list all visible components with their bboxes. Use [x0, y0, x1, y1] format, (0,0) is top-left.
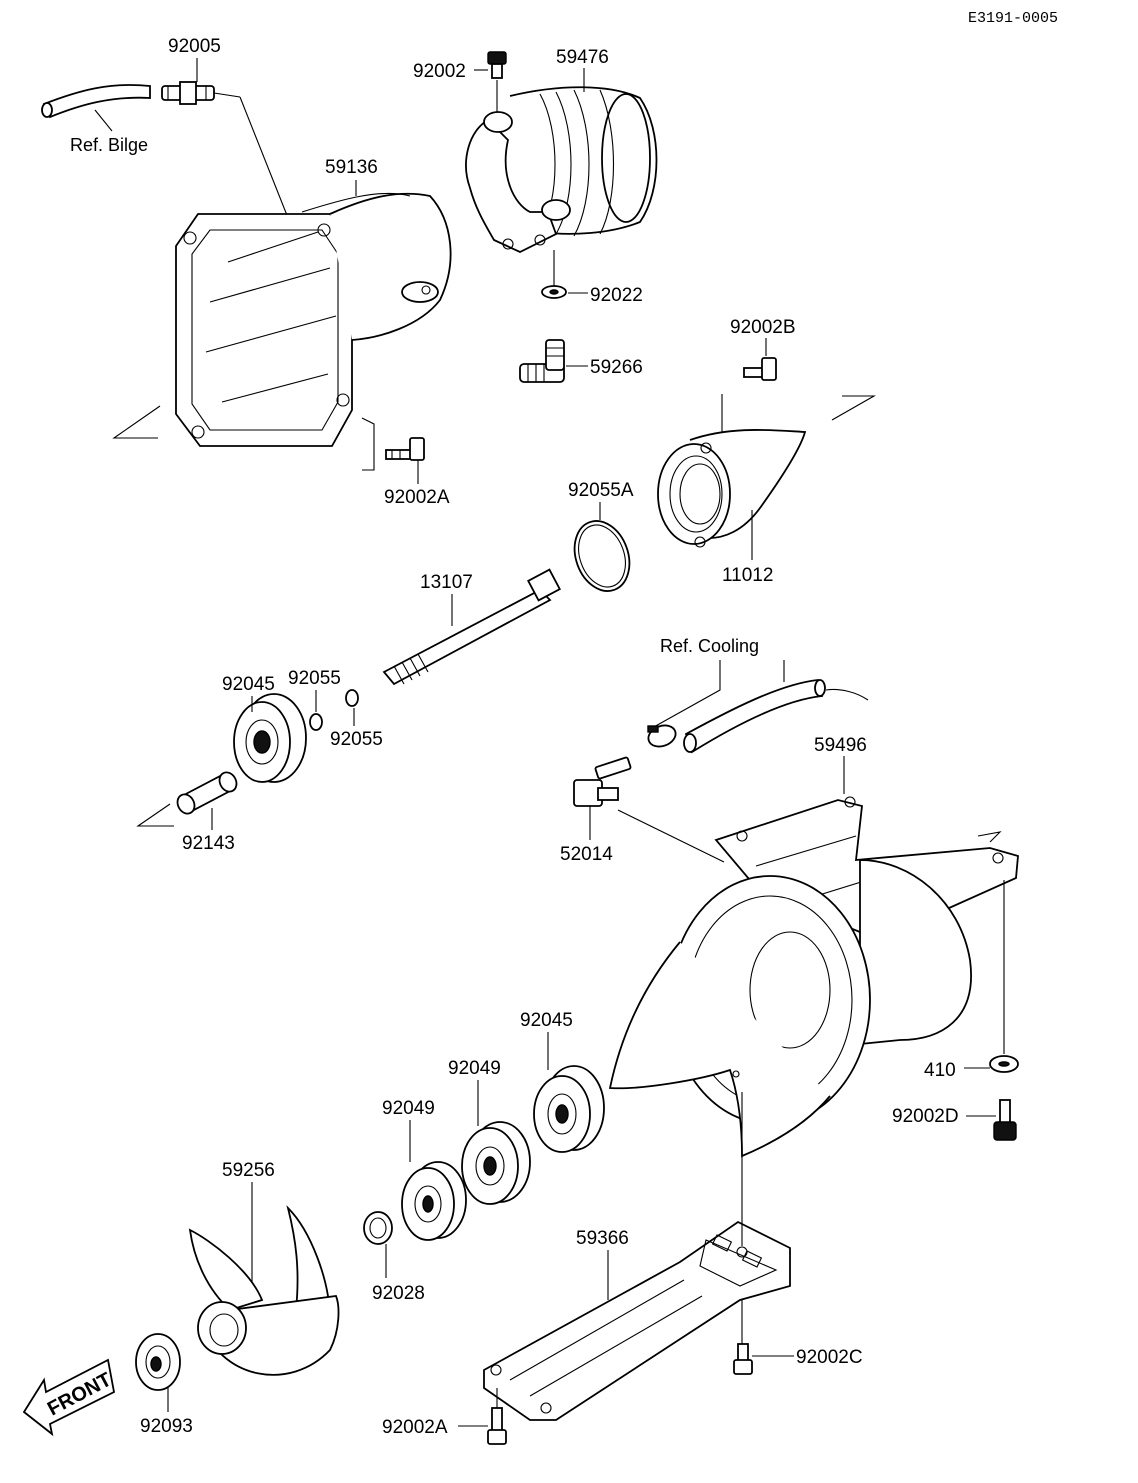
impeller-59256	[188, 1205, 340, 1376]
label-92002C: 92002C	[796, 1347, 863, 1368]
label-92005: 92005	[168, 36, 221, 57]
o-ring-92055-b	[345, 689, 359, 707]
bolt-92002B	[743, 357, 777, 381]
ref-cooling-label: Ref. Cooling	[660, 636, 759, 656]
label-92055A: 92055A	[568, 480, 634, 501]
label-92002D: 92002D	[892, 1106, 959, 1127]
label-13107: 13107	[420, 572, 473, 593]
cooling-hose	[683, 679, 869, 754]
bearing-92049-b	[401, 1161, 467, 1241]
label-92055-b: 92055	[330, 729, 383, 750]
elbow-fitting-59266	[519, 339, 565, 383]
bearing-92049-a	[461, 1121, 531, 1205]
bolt-92002C	[733, 1343, 753, 1375]
label-92143: 92143	[182, 833, 235, 854]
label-59366: 59366	[576, 1228, 629, 1249]
label-92022: 92022	[590, 285, 643, 306]
label-92055-a: 92055	[288, 668, 341, 689]
washer-410	[989, 1055, 1019, 1073]
o-ring-92055A	[573, 520, 631, 592]
label-92002A-top: 92002A	[384, 487, 450, 508]
washer-92022	[541, 285, 567, 299]
pump-case-59136	[175, 192, 452, 447]
collar-92028	[363, 1211, 393, 1245]
hose-clamp	[647, 724, 677, 748]
label-92028: 92028	[372, 1283, 425, 1304]
front-direction-arrow: FRONT	[22, 1358, 115, 1437]
assembly-arrow-right	[831, 395, 877, 421]
bolt-92002A-bottom	[487, 1407, 507, 1445]
document-code: E3191-0005	[968, 10, 1058, 27]
label-52014: 52014	[560, 844, 613, 865]
label-92049-a: 92049	[448, 1058, 501, 1079]
nozzle-11012	[657, 429, 807, 548]
label-92049-b: 92049	[382, 1098, 435, 1119]
label-59136: 59136	[325, 157, 378, 178]
bearing-92045-top	[233, 693, 307, 783]
drive-shaft-13107	[382, 568, 561, 686]
o-ring-92055-a	[309, 713, 323, 731]
label-92045-top: 92045	[222, 674, 275, 695]
bilge-hose	[41, 84, 151, 119]
label-92002-top: 92002	[413, 61, 466, 82]
label-410: 410	[924, 1060, 956, 1081]
label-11012: 11012	[722, 565, 773, 586]
fitting-52014	[573, 756, 632, 807]
sleeve-92143	[176, 771, 238, 815]
ref-bilge-label: Ref. Bilge	[70, 135, 148, 155]
bolt-92002-top	[487, 51, 507, 79]
assembly-arrow-left	[112, 405, 161, 439]
seal-92093	[135, 1333, 181, 1391]
assembly-arrow-59496	[977, 831, 1002, 843]
pump-bowl-59496	[608, 796, 1019, 1158]
bolt-92002A-top	[385, 437, 425, 461]
bolt-92002D	[993, 1099, 1017, 1141]
label-92002B: 92002B	[730, 317, 796, 338]
label-92093: 92093	[140, 1416, 193, 1437]
inlet-duct-59476	[465, 86, 658, 253]
label-59496: 59496	[814, 735, 867, 756]
label-59256: 59256	[222, 1160, 275, 1181]
assembly-arrow-92143	[136, 803, 174, 827]
label-92045-bottom: 92045	[520, 1010, 573, 1031]
bearing-92045-bottom	[533, 1065, 605, 1153]
label-59476: 59476	[556, 47, 609, 68]
fitting-92005	[161, 81, 215, 105]
stay-59366	[483, 1220, 791, 1421]
label-59266: 59266	[590, 357, 643, 378]
label-92002A-bottom: 92002A	[382, 1417, 448, 1438]
